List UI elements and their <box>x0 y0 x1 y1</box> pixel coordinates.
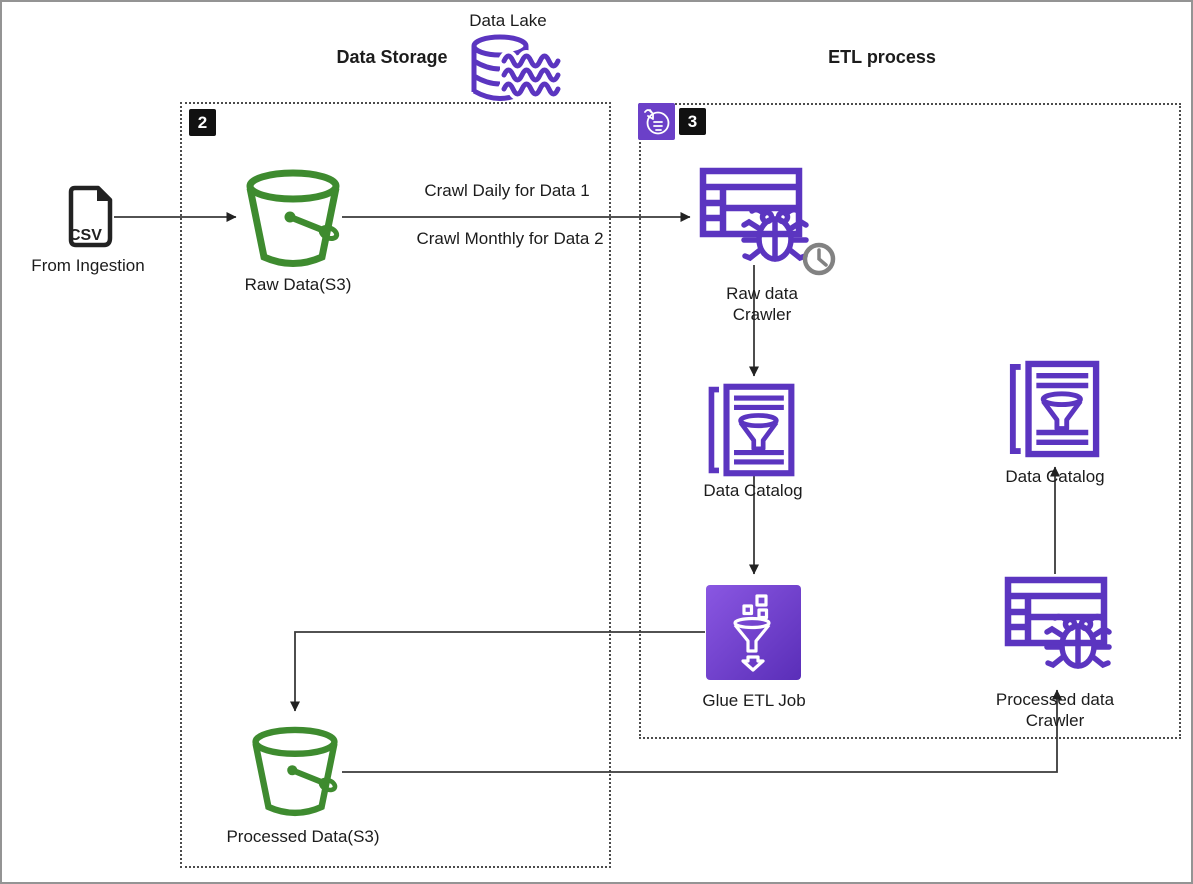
etl-process-groupbox <box>639 103 1181 739</box>
storage-step-badge: 2 <box>189 109 216 136</box>
glue-etl-job-label: Glue ETL Job <box>702 691 806 710</box>
raw-data-bucket-icon <box>246 169 340 267</box>
etl-process-title: ETL process <box>828 47 936 67</box>
crawl-monthly-edge-label: Crawl Monthly for Data 2 <box>416 229 604 248</box>
clock-glyph <box>802 242 836 276</box>
glue-service-icon <box>638 103 675 140</box>
data-lake-icon <box>471 34 564 101</box>
data-catalog-right-label: Data Catalog <box>1005 467 1105 486</box>
storage-step-number: 2 <box>197 112 208 132</box>
data-catalog-right-icon <box>1009 360 1100 458</box>
data-storage-title: Data Storage <box>336 47 448 67</box>
data-catalog-label: Data Catalog <box>703 481 803 500</box>
edge-processed-bucket-to-processed-crawler <box>342 689 1062 773</box>
raw-data-crawler-label: Raw data Crawler <box>726 283 798 325</box>
data-catalog-icon <box>708 383 795 477</box>
processed-data-crawler-icon <box>1004 576 1112 669</box>
bug-glyph <box>1044 613 1112 669</box>
processed-data-s3-label: Processed Data(S3) <box>226 827 380 846</box>
data-lake-label: Data Lake <box>469 11 547 30</box>
processed-data-crawler-label-line1: Processed data <box>995 690 1115 709</box>
raw-data-crawler-label-line1: Raw data <box>726 284 798 303</box>
bug-glyph <box>741 206 809 262</box>
from-ingestion-label: From Ingestion <box>31 256 145 275</box>
processed-data-bucket-icon <box>252 726 338 817</box>
data-storage-groupbox <box>180 102 611 868</box>
raw-data-s3-label: Raw Data(S3) <box>244 275 352 294</box>
edge-glue-job-to-processed-bucket <box>290 631 705 712</box>
etl-step-badge: 3 <box>679 108 706 135</box>
crawl-daily-edge-label: Crawl Daily for Data 1 <box>424 181 590 200</box>
raw-data-crawler-icon <box>699 167 836 276</box>
processed-data-crawler-label-line2: Crawler <box>1025 711 1085 730</box>
raw-data-crawler-label-line2: Crawler <box>732 305 792 324</box>
csv-file-icon: CSV <box>68 185 113 248</box>
etl-step-number: 3 <box>687 111 698 131</box>
csv-icon-text: CSV <box>69 227 102 244</box>
glue-etl-job-icon <box>706 585 801 680</box>
processed-data-crawler-label: Processed data Crawler <box>996 689 1114 731</box>
